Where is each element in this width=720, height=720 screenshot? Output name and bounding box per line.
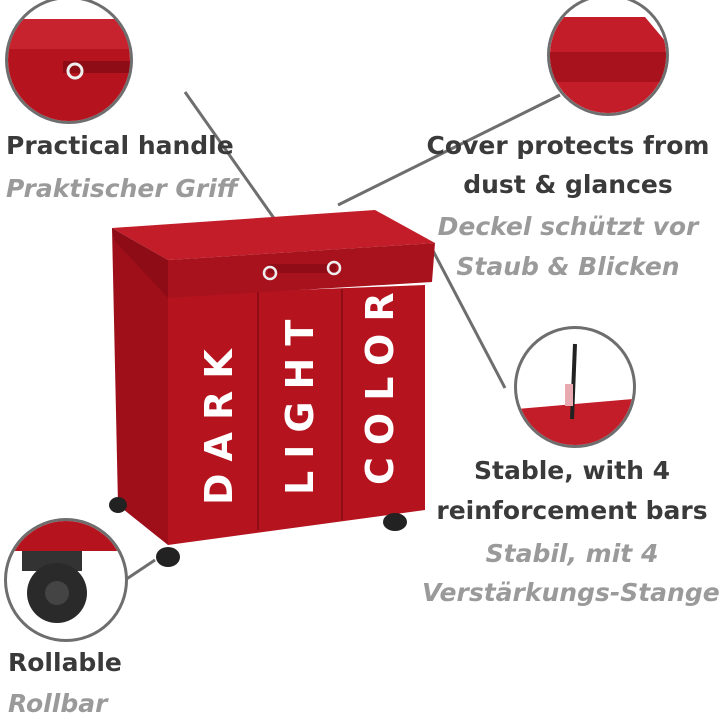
feature-cover-subtitle-line2: Staub & Blicken xyxy=(456,252,680,281)
feature-bars-subtitle-line2: Verstärkungs-Stangen xyxy=(422,578,720,607)
handle-grommet-right xyxy=(326,260,342,276)
feature-handle-subtitle: Praktischer Griff xyxy=(6,174,238,203)
detail-circle-wheel xyxy=(4,518,128,642)
wheel-icon xyxy=(156,547,180,567)
feature-rollable-subtitle: Rollbar xyxy=(8,689,108,718)
detail-circle-handle xyxy=(5,0,133,124)
feature-cover-subtitle-line1: Deckel schützt vor xyxy=(437,212,699,241)
compartment-label-color: COLOR xyxy=(358,280,402,485)
detail-circle-bars xyxy=(514,326,636,448)
feature-bars-subtitle-line1: Stabil, mit 4 xyxy=(485,539,659,568)
handle-grommet-left xyxy=(262,265,278,281)
feature-handle-title: Practical handle xyxy=(6,131,234,160)
feature-rollable-title: Rollable xyxy=(8,648,122,677)
callout-line-cover xyxy=(337,93,561,207)
wheel-icon xyxy=(383,513,407,531)
compartment-label-light: LIGHT xyxy=(278,308,322,495)
callout-line-bars xyxy=(428,244,507,389)
detail-circle-cover xyxy=(547,0,669,116)
feature-bars-title-line2: reinforcement bars xyxy=(436,496,708,525)
feature-cover-title-line2: dust & glances xyxy=(463,170,673,199)
feature-cover-title-line1: Cover protects from xyxy=(426,131,710,160)
feature-bars-title-line1: Stable, with 4 xyxy=(474,456,670,485)
wheel-icon xyxy=(109,497,127,513)
laundry-hamper: DARK LIGHT COLOR xyxy=(109,210,435,567)
compartment-label-dark: DARK xyxy=(197,337,241,505)
callout-line-wheel xyxy=(124,558,156,582)
